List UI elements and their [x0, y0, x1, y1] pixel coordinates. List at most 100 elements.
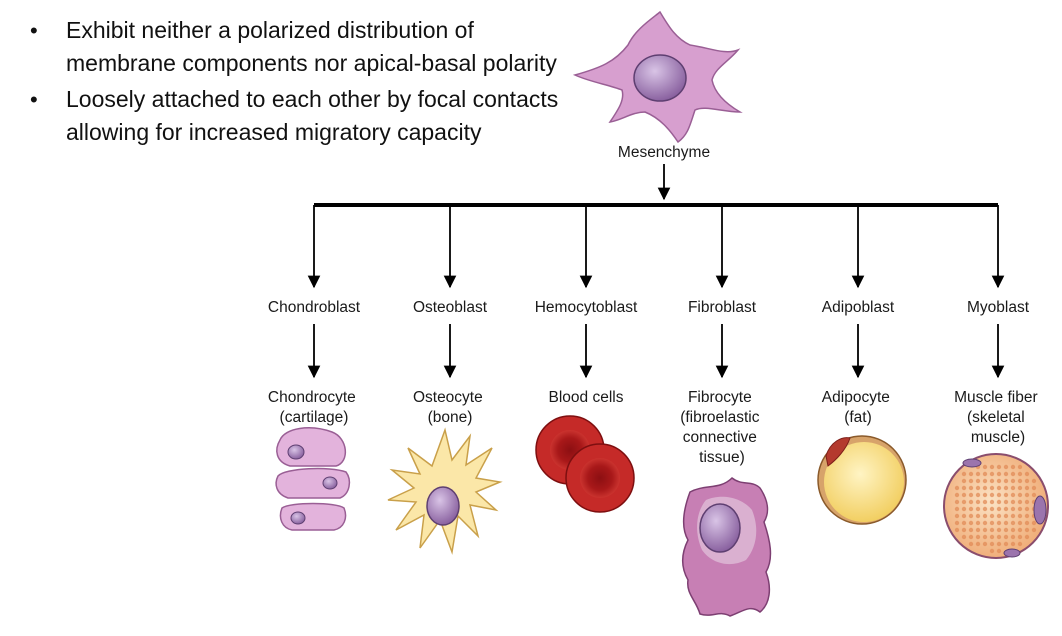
myofibril-dot [968, 527, 974, 533]
myofibril-dot [1024, 513, 1030, 519]
myofibril-dot [982, 485, 988, 491]
cell-label: Fibrocyte (fibroelastic connective tissu… [680, 389, 764, 466]
myofibril-dot [975, 478, 981, 484]
cell-label-line: Chondrocyte [268, 389, 356, 406]
myofibril-dot [982, 464, 988, 470]
myofibril-dot [975, 499, 981, 505]
branch-myoblast: Myoblast Muscle fiber (skeletal muscle) [943, 205, 1049, 559]
myofibril-dot [989, 464, 995, 470]
myofibril-dot [1031, 492, 1037, 498]
myofibril-dot [1003, 541, 1009, 547]
cell-label: Muscle fiber (skeletal muscle) [954, 389, 1042, 446]
chondrocyte-cells-icon [275, 427, 351, 531]
branch-fibroblast: Fibroblast Fibrocyte (fibroelastic conne… [680, 205, 772, 617]
myofibril-dot [968, 541, 974, 547]
cell-label: Blood cells [549, 389, 624, 406]
myofibril-dot [1010, 499, 1016, 505]
myofibril-dot [1031, 478, 1037, 484]
myofibril-dot [996, 471, 1002, 477]
cell-label-line: (cartilage) [280, 409, 349, 426]
myofibril-dot [989, 527, 995, 533]
myofibril-dot [989, 478, 995, 484]
myofibril-dot [961, 492, 967, 498]
myofibril-dot [1017, 471, 1023, 477]
myofibril-dot [996, 520, 1002, 526]
myofibril-dot [996, 513, 1002, 519]
myofibril-dot [961, 471, 967, 477]
myofibril-dot [975, 513, 981, 519]
blast-label: Fibroblast [688, 299, 757, 316]
myofibril-dot [1024, 499, 1030, 505]
myofibril-dot [1010, 520, 1016, 526]
cell-label-line: Osteocyte [413, 389, 483, 406]
myofibril-dot [996, 499, 1002, 505]
muscle-fiber-icon [943, 453, 1049, 559]
myofibril-dot [968, 478, 974, 484]
cell-label-line: connective [683, 429, 757, 446]
myofibril-dot [1010, 464, 1016, 470]
myofibril-dot [1003, 478, 1009, 484]
myofibril-dot [996, 485, 1002, 491]
myofibril-dot [1003, 527, 1009, 533]
myofibril-dot [1017, 485, 1023, 491]
blast-label: Adipoblast [822, 299, 895, 316]
cell-label-line: (bone) [428, 409, 473, 426]
bullet-item: • Exhibit neither a polarized distributi… [22, 14, 562, 80]
root-label: Mesenchyme [618, 144, 710, 161]
myofibril-dot [1024, 520, 1030, 526]
myofibril-dot [975, 485, 981, 491]
myofibril-dot [975, 534, 981, 540]
myofibril-dot [961, 527, 967, 533]
myofibril-dot [1017, 499, 1023, 505]
myofibril-dot [1003, 520, 1009, 526]
cell-label-line: (skeletal [967, 409, 1025, 426]
myofibril-dot [1010, 541, 1016, 547]
myofibril-dot [954, 527, 960, 533]
myofibril-dot [989, 513, 995, 519]
myofibril-dot [1010, 534, 1016, 540]
blast-label: Myoblast [967, 299, 1030, 316]
myofibril-dot [989, 520, 995, 526]
myofibril-dot [954, 499, 960, 505]
myofibril-dot [961, 534, 967, 540]
myofibril-dot [954, 520, 960, 526]
myofibril-dot [968, 471, 974, 477]
myofibril-dot [1017, 527, 1023, 533]
cell-label-line: Adipocyte [822, 389, 890, 406]
bullet-list: • Exhibit neither a polarized distributi… [22, 14, 562, 152]
myofibril-dot [1024, 527, 1030, 533]
mesenchyme-cell-icon [572, 10, 743, 144]
myofibril-dot [982, 520, 988, 526]
cell-label: Chondrocyte (cartilage) [268, 389, 360, 426]
myofibril-dot [975, 527, 981, 533]
myofibril-dot [989, 548, 995, 554]
myofibril-dot [996, 534, 1002, 540]
myofibril-dot [982, 506, 988, 512]
myofibril-dot [1017, 541, 1023, 547]
myofibril-dot [968, 492, 974, 498]
blast-label: Chondroblast [268, 299, 361, 316]
bullet-dot: • [30, 18, 38, 43]
myofibril-dot [968, 513, 974, 519]
cell-label-line: (fibroelastic [680, 409, 759, 426]
myofibril-dot [961, 478, 967, 484]
myofibril-dot [996, 548, 1002, 554]
myofibril-dot [968, 534, 974, 540]
myofibril-dot [1010, 471, 1016, 477]
adipocyte-cell-icon [817, 435, 907, 525]
myofibril-dot [961, 499, 967, 505]
myofibril-dot [968, 485, 974, 491]
myofibril-dot [1003, 513, 1009, 519]
myofibril-dot [1010, 478, 1016, 484]
myofibril-dot [996, 541, 1002, 547]
myofibril-dot [1024, 485, 1030, 491]
myofibril-dot [954, 492, 960, 498]
myofibril-dot [1017, 464, 1023, 470]
myofibril-dot [989, 485, 995, 491]
myofibril-dot [975, 506, 981, 512]
myofibril-dot [996, 478, 1002, 484]
myofibril-dot [989, 541, 995, 547]
osteocyte-cell-icon [387, 427, 503, 555]
myofibril-dot [1017, 506, 1023, 512]
